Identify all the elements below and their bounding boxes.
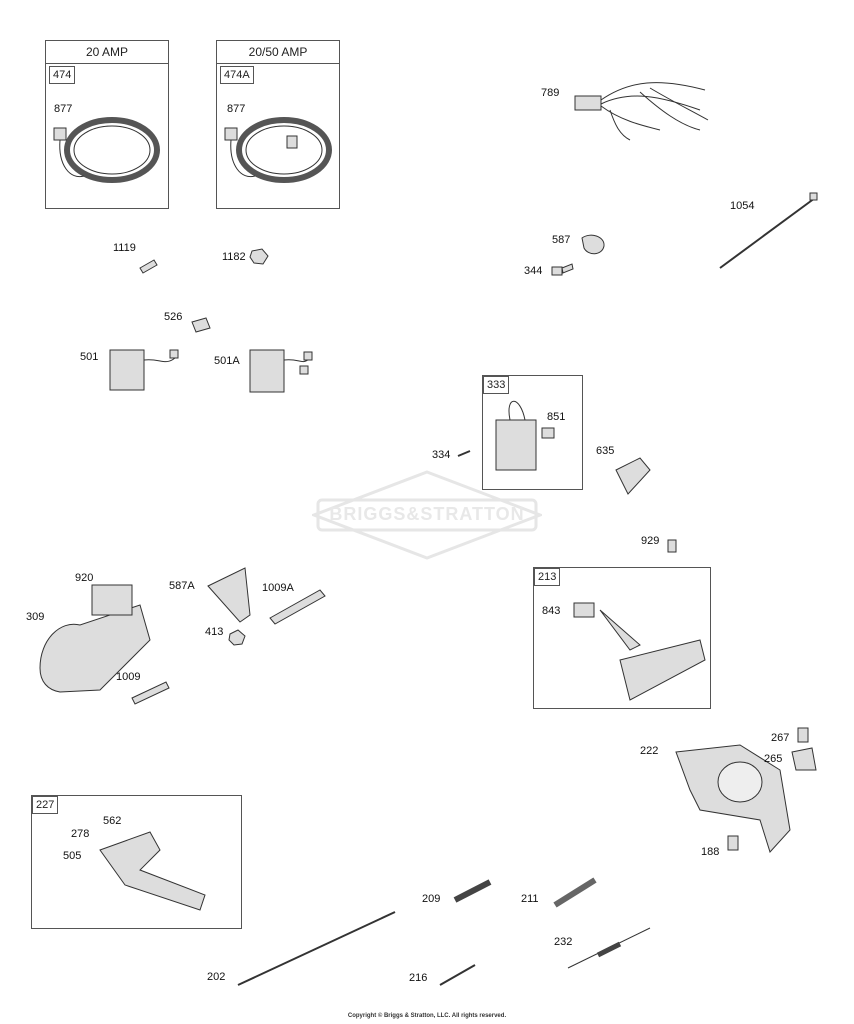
nut-1182-icon xyxy=(249,248,269,265)
part-843-label[interactable]: 843 xyxy=(542,605,561,617)
watermark-text: BRIGGS&STRATTON xyxy=(329,504,525,524)
part-344-label[interactable]: 344 xyxy=(524,265,543,277)
wire-harness-icon xyxy=(574,82,709,141)
screw-334-icon xyxy=(457,450,471,457)
part-587a-label[interactable]: 587A xyxy=(169,580,195,592)
part-877-label[interactable]: 877 xyxy=(227,103,246,115)
part-216-label[interactable]: 216 xyxy=(409,972,428,984)
kit-333-box: 333 851 xyxy=(482,375,583,490)
part-202-label[interactable]: 202 xyxy=(207,971,226,983)
rectifier-501-icon xyxy=(109,349,179,391)
screw-929-icon xyxy=(667,539,677,553)
stator-474a-icon xyxy=(224,117,332,183)
screw-267-icon xyxy=(797,727,809,743)
kit-474-header: 20 AMP xyxy=(46,41,168,64)
spring-209-icon xyxy=(453,879,492,903)
part-278-label[interactable]: 278 xyxy=(71,828,90,840)
part-851-label[interactable]: 851 xyxy=(547,411,566,423)
part-505-label[interactable]: 505 xyxy=(63,850,82,862)
part-309-label[interactable]: 309 xyxy=(26,611,45,623)
part-1119-label[interactable]: 1119 xyxy=(113,242,136,254)
bolt-1009a-icon xyxy=(269,589,326,625)
part-265-label[interactable]: 265 xyxy=(764,753,783,765)
link-216-icon xyxy=(439,964,476,986)
part-526-label[interactable]: 526 xyxy=(164,311,183,323)
part-211-label[interactable]: 211 xyxy=(521,893,539,905)
part-1054-label[interactable]: 1054 xyxy=(730,200,755,212)
clip-265-icon xyxy=(791,747,817,771)
rectifier-501a-icon xyxy=(249,349,313,393)
bolt-1119-icon xyxy=(139,259,158,274)
part-920-label[interactable]: 920 xyxy=(75,572,94,584)
link-202-icon xyxy=(237,911,396,986)
part-587-label[interactable]: 587 xyxy=(552,234,571,246)
copyright-notice: Copyright © Briggs & Stratton, LLC. All … xyxy=(347,1013,507,1019)
kit-333-tag[interactable]: 333 xyxy=(483,376,510,394)
part-1009-label[interactable]: 1009 xyxy=(116,671,141,683)
part-789-label[interactable]: 789 xyxy=(541,87,560,99)
part-267-label[interactable]: 267 xyxy=(771,732,790,744)
kit-213-tag[interactable]: 213 xyxy=(534,568,561,586)
part-562-label[interactable]: 562 xyxy=(103,815,122,827)
kit-474a-box: 20/50 AMP 474A 877 xyxy=(216,40,340,209)
spring-211-icon xyxy=(553,877,597,908)
kit-213-box: 213 843 xyxy=(533,567,711,709)
bolt-1009-icon xyxy=(131,681,170,705)
cable-tie-icon xyxy=(719,192,818,269)
ignition-armature-icon xyxy=(495,400,555,471)
part-501a-label[interactable]: 501A xyxy=(214,355,240,367)
kit-227-box: 227 562 278 505 xyxy=(31,795,242,929)
kit-474-tag[interactable]: 474 xyxy=(49,66,76,84)
part-877-label[interactable]: 877 xyxy=(54,103,73,115)
kit-474-box: 20 AMP 474 877 xyxy=(45,40,169,209)
governor-lever-icon xyxy=(99,831,206,911)
watermark-logo: BRIGGS&STRATTON xyxy=(309,470,545,560)
kit-474a-tag[interactable]: 474A xyxy=(220,66,254,84)
spark-plug-cover-icon xyxy=(615,457,651,495)
kit-474a-header: 20/50 AMP xyxy=(217,41,339,64)
screw-188-icon xyxy=(727,835,739,851)
part-501-label[interactable]: 501 xyxy=(80,351,99,363)
watermark-diamond-icon xyxy=(309,470,545,560)
governor-plate-icon xyxy=(675,744,791,853)
screw-344-icon xyxy=(551,263,574,276)
clip-587-icon xyxy=(581,234,605,255)
part-188-label[interactable]: 188 xyxy=(701,846,720,858)
screw-526-icon xyxy=(191,317,211,333)
part-209-label[interactable]: 209 xyxy=(422,893,441,905)
bracket-587a-icon xyxy=(207,567,251,623)
kit-227-tag[interactable]: 227 xyxy=(32,796,59,814)
stator-474-icon xyxy=(53,117,160,183)
nut-413-icon xyxy=(228,629,246,646)
starter-motor-icon xyxy=(39,584,151,693)
part-1009a-label[interactable]: 1009A xyxy=(262,582,294,594)
part-334-label[interactable]: 334 xyxy=(432,449,451,461)
part-929-label[interactable]: 929 xyxy=(641,535,660,547)
part-635-label[interactable]: 635 xyxy=(596,445,615,457)
part-232-label[interactable]: 232 xyxy=(554,936,573,948)
control-bracket-icon xyxy=(573,602,706,701)
part-1182-label[interactable]: 1182 xyxy=(222,251,246,263)
part-222-label[interactable]: 222 xyxy=(640,745,659,757)
part-413-label[interactable]: 413 xyxy=(205,626,224,638)
